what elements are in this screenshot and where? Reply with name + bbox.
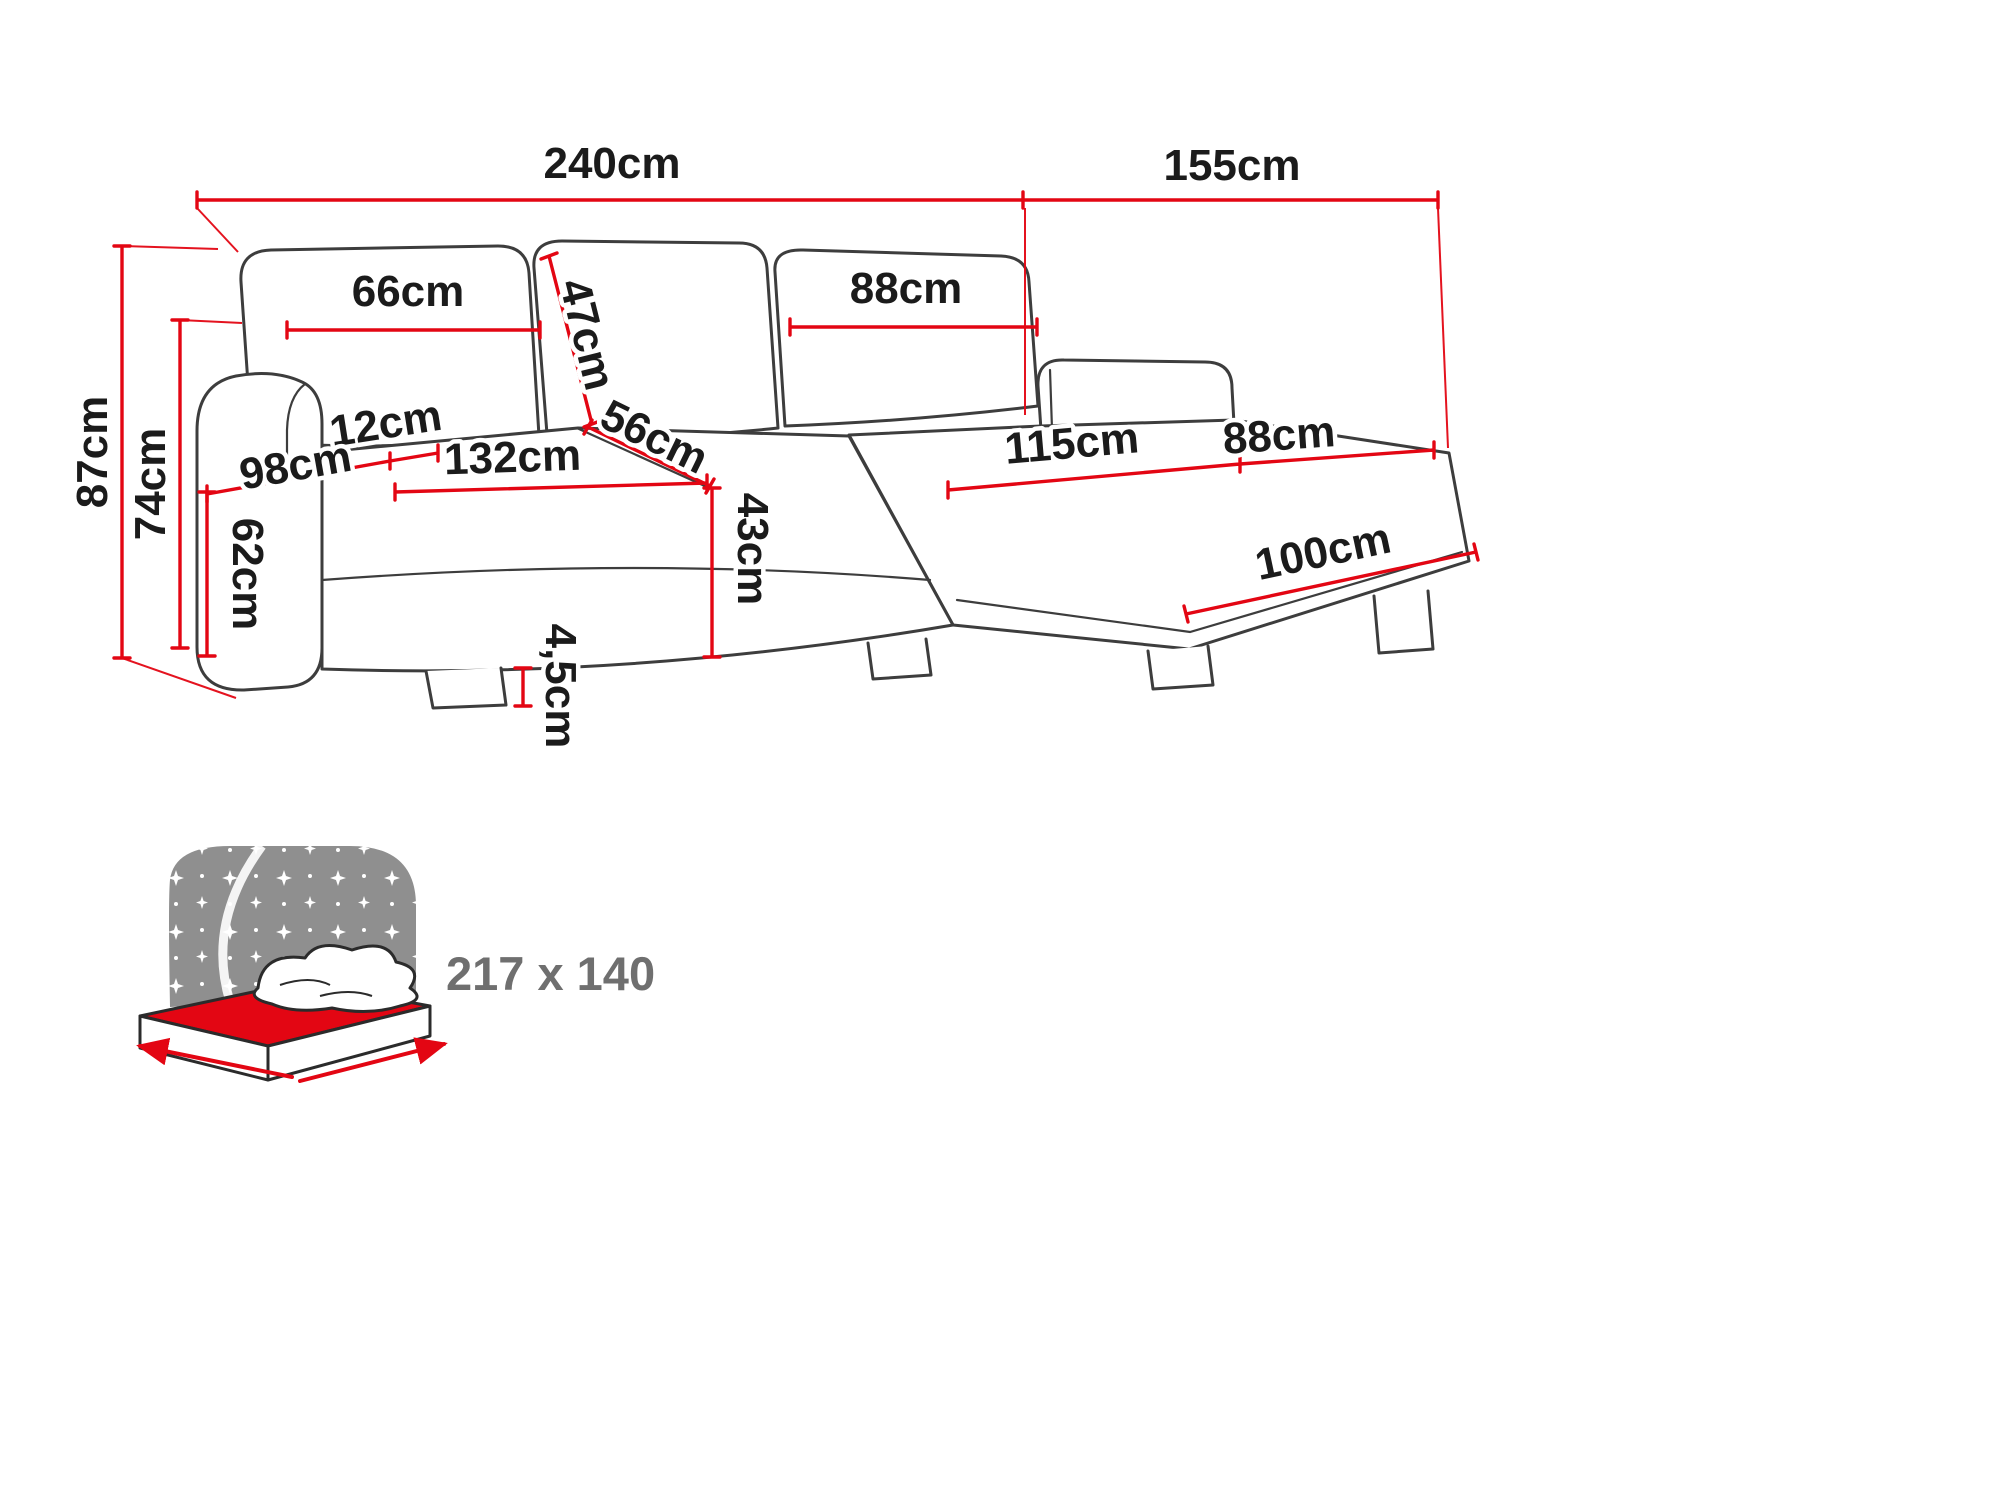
chaise-body: [847, 418, 1471, 651]
seat-corner-seam: [577, 427, 709, 489]
dimension-lines: [112, 190, 1480, 708]
extension-line: [179, 319, 243, 324]
sofa-drawing: [195, 239, 1471, 710]
dim-label-total-height: 87cm: [68, 396, 117, 509]
seat-front-seam: [320, 566, 932, 582]
extension-line: [196, 207, 239, 253]
dim-label-total-depth: 155cm: [1163, 141, 1300, 190]
dim-line-chaise-width: [1238, 440, 1436, 466]
mattress-side-right: [266, 1004, 432, 1082]
dim-line-back-cushion-left: [285, 320, 542, 340]
left-armrest-seam: [285, 382, 307, 472]
duvet-fold: [319, 991, 373, 997]
sofa-leg-front-middle: [866, 637, 933, 681]
dim-line-total-depth: [1021, 190, 1440, 210]
chaise-armrest-seam: [1048, 368, 1054, 431]
dim-line-total-width: [195, 190, 1025, 210]
mattress-length-arrow: [298, 1037, 448, 1083]
dim-label-seat-width: 132cm: [443, 431, 582, 485]
extension-line: [121, 245, 219, 250]
dim-line-corner-seam: [582, 418, 716, 495]
sleeping-area-icon: 217 x 140: [136, 843, 658, 1083]
dim-line-armrest-width: [388, 443, 440, 463]
extension-line: [1437, 207, 1449, 449]
bed-light-curve: [218, 843, 266, 1004]
dim-label-back-cushion-left: 66cm: [352, 267, 465, 316]
mattress-width-arrow: [136, 1037, 294, 1079]
dim-line-armrest-height: [197, 490, 217, 658]
back-cushion-right: [773, 248, 1040, 428]
main-seat-body: [320, 426, 955, 673]
dim-label-chaise-width: 88cm: [1221, 407, 1337, 464]
sofa-leg-front-left: [424, 666, 508, 710]
dim-label-leg-height: 4,5cm: [536, 624, 585, 749]
dim-label-total-width: 240cm: [543, 139, 680, 188]
duvet-fold: [279, 979, 331, 986]
dim-line-chaise-front: [1182, 542, 1480, 624]
left-armrest: [195, 372, 324, 692]
dim-label-seat-height: 43cm: [728, 493, 777, 606]
duvet: [252, 944, 419, 1014]
sofa-leg-chaise-front: [1146, 644, 1215, 691]
sleeping-size-label: 217 x 140: [446, 947, 655, 1000]
dim-label-backrest-height: 74cm: [126, 428, 175, 541]
dim-label-back-cushion-right: 88cm: [850, 264, 963, 313]
dim-line-leg-height: [513, 666, 533, 708]
dim-label-armrest-height: 62cm: [223, 518, 272, 631]
sofa-leg-chaise-right: [1372, 589, 1435, 655]
chaise-front-seam: [955, 550, 1464, 634]
dim-line-seat-height: [702, 486, 722, 659]
dim-line-back-cushion-right: [788, 317, 1039, 337]
extension-line: [121, 657, 237, 699]
